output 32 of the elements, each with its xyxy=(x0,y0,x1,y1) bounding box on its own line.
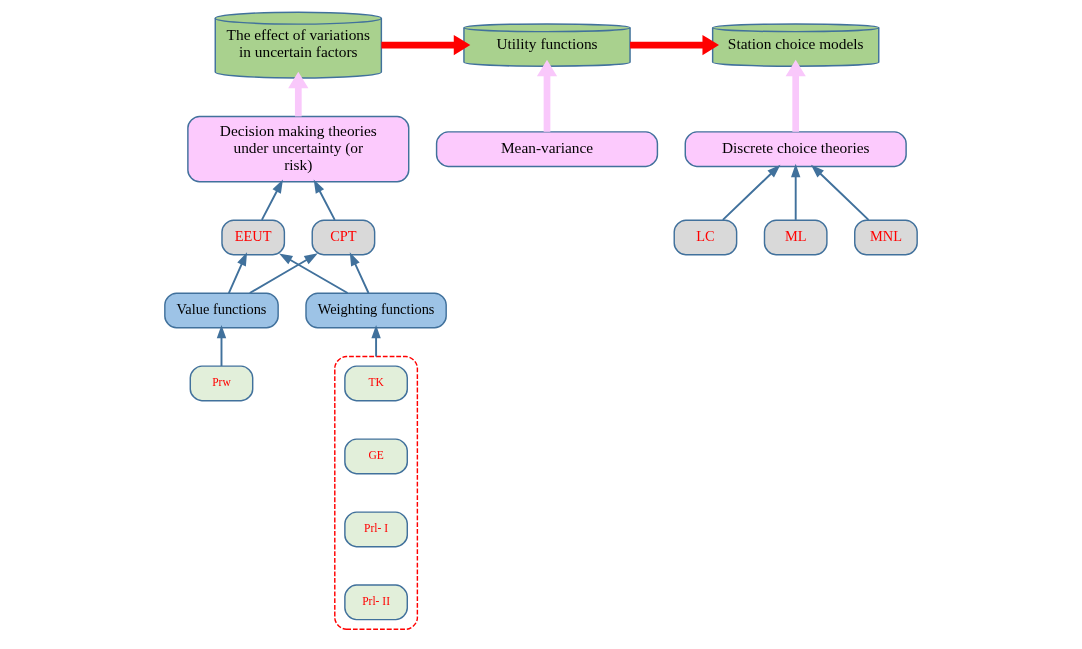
node-box: Prl- I xyxy=(344,511,408,548)
arrow xyxy=(349,252,370,294)
node-box: ML xyxy=(763,219,828,256)
node-box: Discrete choice theories xyxy=(684,131,907,168)
arrow xyxy=(313,179,336,221)
arrow xyxy=(785,59,806,132)
node-box: Decision making theories under uncertainty (or risk) xyxy=(187,115,410,183)
arrow xyxy=(260,179,283,221)
arrow xyxy=(248,253,318,294)
node-box: GE xyxy=(344,438,408,475)
arrow xyxy=(371,324,381,358)
cluster xyxy=(334,355,419,630)
node-box: TK xyxy=(344,365,408,402)
arrow xyxy=(216,324,227,367)
arrow xyxy=(279,253,349,294)
node-box: Prw xyxy=(189,365,254,402)
node-box: MNL xyxy=(854,219,918,256)
node-box: Weighting functions xyxy=(305,292,447,329)
arrow xyxy=(227,252,248,294)
arrow xyxy=(381,34,471,56)
arrow xyxy=(721,164,781,221)
arrow xyxy=(790,163,801,221)
arrow xyxy=(288,71,309,117)
node-box: LC xyxy=(673,219,738,256)
node-box: Prl- II xyxy=(344,584,408,621)
node-box: EEUT xyxy=(221,219,286,256)
arrow xyxy=(536,59,558,132)
arrow xyxy=(810,164,870,221)
arrow xyxy=(630,34,719,56)
node-box: Value functions xyxy=(164,292,279,329)
node-box: Mean-variance xyxy=(435,131,659,168)
node-box: CPT xyxy=(311,219,376,256)
